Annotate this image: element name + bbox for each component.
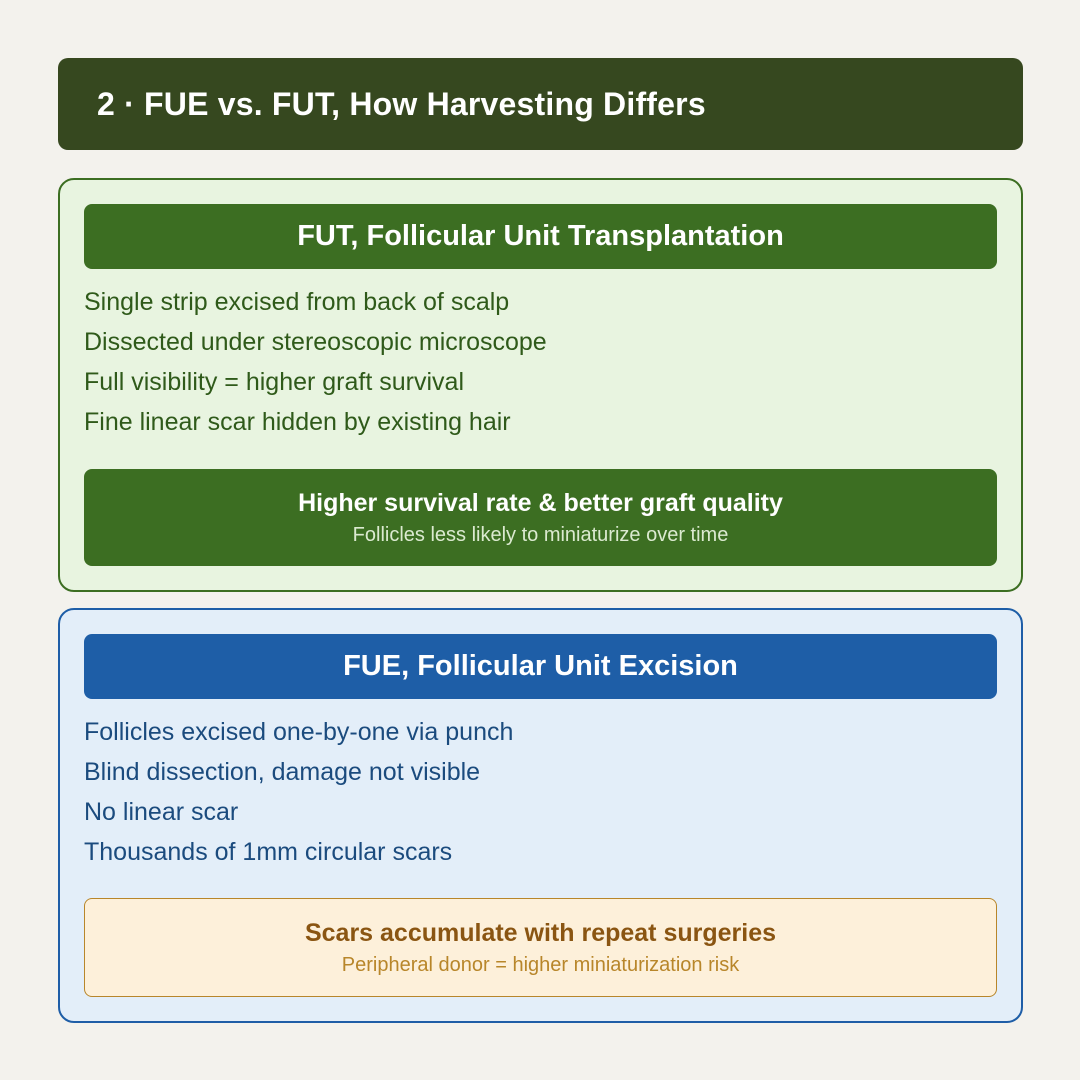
fut-point: Single strip excised from back of scalp xyxy=(84,288,510,316)
fue-header: FUE, Follicular Unit Excision xyxy=(84,634,997,699)
fue-callout-subtitle: Peripheral donor = higher miniaturizatio… xyxy=(341,953,740,976)
fut-panel: FUT, Follicular Unit Transplantation Sin… xyxy=(58,178,1023,592)
fut-header: FUT, Follicular Unit Transplantation xyxy=(84,204,997,269)
fut-callout: Higher survival rate & better graft qual… xyxy=(84,469,997,566)
fue-point: No linear scar xyxy=(84,798,239,826)
fue-panel: FUE, Follicular Unit Excision Follicles … xyxy=(58,608,1023,1023)
fue-point: Follicles excised one-by-one via punch xyxy=(84,718,514,746)
fut-point: Dissected under stereoscopic microscope xyxy=(84,328,547,356)
fue-callout-title: Scars accumulate with repeat surgeries xyxy=(304,918,777,947)
fut-callout-title: Higher survival rate & better graft qual… xyxy=(298,488,783,517)
fut-points-list: Single strip excised from back of scalp … xyxy=(84,282,547,442)
page-title: 2 · FUE vs. FUT, How Harvesting Differs xyxy=(97,85,706,122)
fue-points-list: Follicles excised one-by-one via punch B… xyxy=(84,712,513,872)
fue-callout: Scars accumulate with repeat surgeries P… xyxy=(84,898,997,997)
fut-point: Fine linear scar hidden by existing hair xyxy=(84,408,511,436)
fut-point: Full visibility = higher graft survival xyxy=(84,368,464,396)
fut-callout-subtitle: Follicles less likely to miniaturize ove… xyxy=(352,523,729,546)
fue-point: Blind dissection, damage not visible xyxy=(84,758,481,786)
title-bar: 2 · FUE vs. FUT, How Harvesting Differs xyxy=(58,58,1023,150)
fue-point: Thousands of 1mm circular scars xyxy=(84,838,453,866)
